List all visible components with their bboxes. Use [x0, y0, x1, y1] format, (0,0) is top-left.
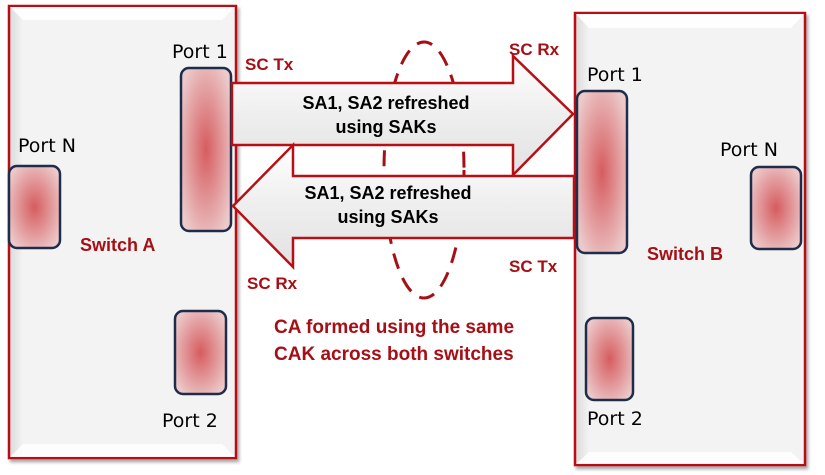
ca-caption-line1: CA formed using the same: [274, 317, 514, 338]
arrow-b-to-a-shape: [231, 141, 576, 271]
arrow-a-to-b-shape: [230, 53, 575, 179]
switch-b: Port 1 Port N Port 2 Switch B: [573, 11, 807, 467]
ca-ellipse: [382, 40, 466, 300]
switch-a-sc-tx-label: SC Tx: [245, 55, 294, 74]
switch-a-port-n-label: Port N: [18, 135, 76, 157]
switch-b-name: Switch B: [647, 244, 723, 264]
ca-caption-line2: CAK across both switches: [274, 344, 514, 365]
switch-a-bevel-bottom: [10, 444, 235, 457]
switch-b-port-2-label: Port 2: [587, 408, 643, 430]
switch-b-port-1-label: Port 1: [587, 64, 643, 86]
ca-dashed-ellipse: [382, 40, 466, 300]
arrow-b-to-a-label-line1: SA1, SA2 refreshed: [304, 183, 471, 203]
switch-a-port-1-label: Port 1: [172, 41, 228, 63]
switch-a: Port 1 Port N Port 2 Switch A: [7, 4, 238, 460]
switch-a-port-1[interactable]: [179, 66, 233, 233]
arrow-a-to-b-label-line2: using SAKs: [335, 117, 436, 137]
switch-a-port-2-label: Port 2: [162, 410, 218, 432]
switch-b-port-2[interactable]: [584, 316, 635, 402]
switch-b-port-1[interactable]: [575, 89, 629, 255]
switch-b-bevel-bottom: [576, 452, 804, 464]
switch-a-sc-rx-label: SC Rx: [247, 274, 298, 293]
switch-a-port-n[interactable]: [7, 164, 62, 250]
switch-a-bevel-top: [10, 7, 235, 20]
arrow-a-to-b-label-line1: SA1, SA2 refreshed: [302, 93, 469, 113]
switch-b-bevel-top: [576, 14, 804, 28]
switch-a-name: Switch A: [80, 235, 155, 255]
arrow-b-to-a: SA1, SA2 refreshed using SAKs: [231, 141, 576, 271]
arrow-a-to-b: SA1, SA2 refreshed using SAKs: [230, 53, 575, 179]
switch-b-sc-tx-label: SC Tx: [509, 257, 558, 276]
switch-b-port-n-label: Port N: [720, 139, 778, 161]
switch-b-port-n[interactable]: [749, 165, 803, 251]
arrow-b-to-a-label-line2: using SAKs: [337, 207, 438, 227]
switch-b-sc-rx-label: SC Rx: [509, 40, 560, 59]
switch-a-port-2[interactable]: [173, 309, 228, 396]
